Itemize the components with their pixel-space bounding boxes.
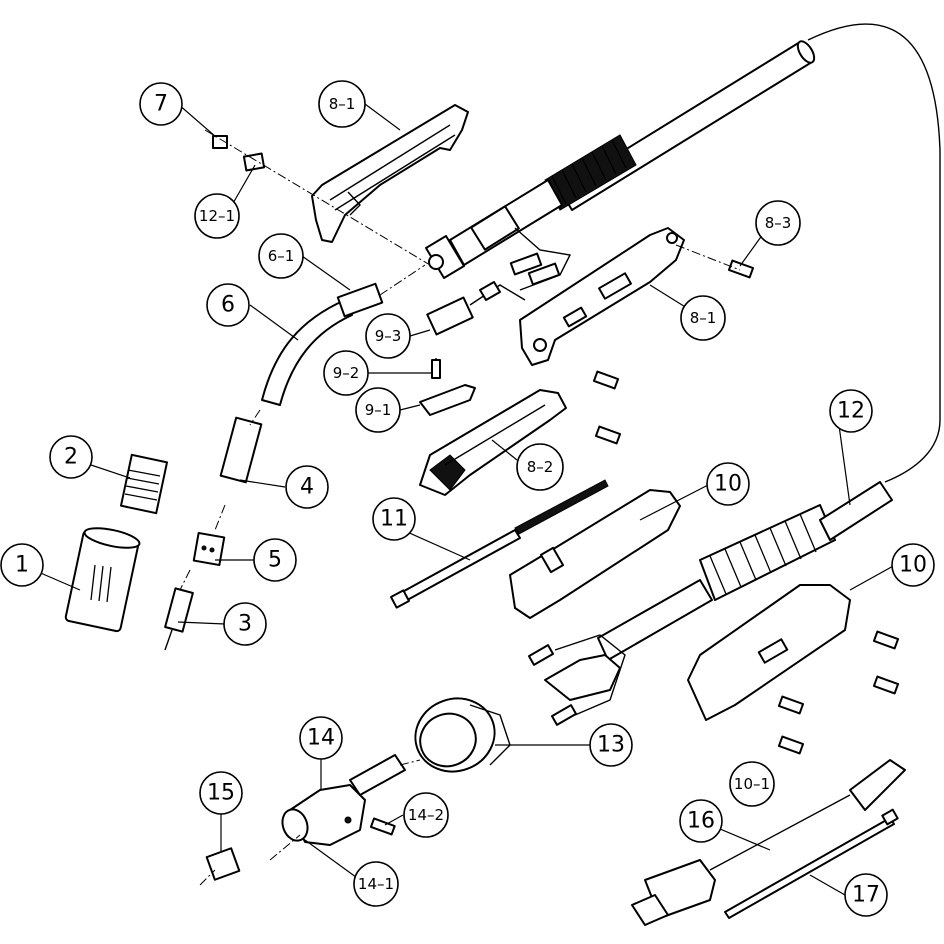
svg-text:8–2: 8–2	[527, 458, 554, 476]
svg-text:7: 7	[154, 92, 168, 117]
svg-text:3: 3	[238, 612, 252, 637]
callout-11: 11	[372, 497, 416, 541]
svg-text:9–3: 9–3	[375, 327, 402, 345]
liner	[390, 479, 609, 609]
callout-14-1: 14–1	[353, 861, 399, 907]
callout-9-3: 9–3	[365, 313, 411, 359]
svg-text:6: 6	[221, 293, 235, 318]
callout-10-upper: 10	[706, 462, 750, 506]
svg-text:2: 2	[64, 445, 78, 470]
svg-text:14–1: 14–1	[358, 875, 394, 893]
rear-tube	[597, 579, 713, 661]
svg-text:11: 11	[380, 507, 408, 532]
callout-15: 15	[199, 771, 243, 815]
svg-text:4: 4	[300, 475, 314, 500]
callout-6-1: 6–1	[258, 233, 304, 279]
nut	[212, 135, 228, 149]
callout-16: 16	[679, 799, 723, 843]
svg-text:13: 13	[597, 733, 625, 758]
svg-text:12–1: 12–1	[199, 207, 235, 225]
nozzle-adaptor	[119, 453, 169, 515]
svg-text:1: 1	[15, 553, 29, 578]
callout-8-1-upper: 8–1	[318, 80, 366, 128]
svg-text:10: 10	[714, 472, 742, 497]
svg-text:10–1: 10–1	[734, 775, 770, 793]
svg-text:14–2: 14–2	[408, 806, 444, 824]
spring-relief-lower	[699, 481, 893, 601]
screws-8-3	[592, 244, 755, 445]
svg-text:10: 10	[899, 553, 927, 578]
callout-4: 4	[285, 465, 329, 509]
nozzle	[64, 527, 141, 633]
trigger-switch	[419, 281, 526, 416]
callout-8-3: 8–3	[755, 200, 801, 246]
svg-text:5: 5	[268, 548, 282, 573]
euro-adaptor	[269, 754, 421, 861]
callout-5: 5	[253, 538, 297, 582]
svg-text:8–3: 8–3	[765, 214, 792, 232]
svg-text:17: 17	[852, 883, 880, 908]
screw-small	[204, 129, 431, 266]
callout-17: 17	[844, 873, 888, 917]
rear-connector	[527, 634, 626, 726]
rear-handle-upper-half	[509, 489, 681, 619]
callout-8-2: 8–2	[516, 443, 564, 491]
callout-10-lower: 10	[891, 543, 935, 587]
callout-12-1: 12–1	[194, 193, 240, 239]
callout-10-1: 10–1	[729, 761, 775, 807]
callout-14-2: 14–2	[403, 792, 449, 838]
gooseneck	[261, 264, 426, 406]
guide-rod	[724, 808, 899, 919]
callout-1: 1	[0, 543, 44, 587]
handle-shell-left	[311, 104, 469, 243]
callout-2: 2	[49, 435, 93, 479]
svg-text:8–1: 8–1	[690, 309, 717, 327]
svg-text:14: 14	[307, 726, 335, 751]
svg-text:8–1: 8–1	[329, 95, 356, 113]
svg-text:9–2: 9–2	[333, 364, 360, 382]
adaptor-nut	[199, 847, 241, 886]
svg-text:16: 16	[687, 809, 715, 834]
contact-tip	[164, 569, 194, 651]
callout-3: 3	[223, 602, 267, 646]
insulator	[192, 531, 226, 567]
tip-holder	[214, 409, 263, 531]
callout-13: 13	[589, 723, 633, 767]
handle-shell-lower	[419, 389, 567, 496]
handle-tube	[425, 179, 572, 291]
callout-8-1-right: 8–1	[680, 295, 726, 341]
callout-14: 14	[299, 716, 343, 760]
callout-7: 7	[139, 82, 183, 126]
callout-12: 12	[829, 389, 873, 433]
callout-6: 6	[206, 283, 250, 327]
locking-ring	[414, 697, 511, 773]
callout-9-1: 9–1	[355, 387, 401, 433]
handle-shell-right	[519, 227, 685, 366]
callout-9-2: 9–2	[323, 350, 369, 396]
svg-text:12: 12	[837, 399, 865, 424]
svg-text:9–1: 9–1	[365, 401, 392, 419]
control-plug	[631, 759, 906, 926]
svg-text:15: 15	[207, 781, 235, 806]
rear-handle-lower-half	[687, 584, 851, 721]
svg-text:6–1: 6–1	[268, 247, 295, 265]
screws-10	[777, 630, 900, 755]
callouts: 7 8–1 12–1 6–1 6 9–3 9–2 9–1	[0, 80, 935, 917]
